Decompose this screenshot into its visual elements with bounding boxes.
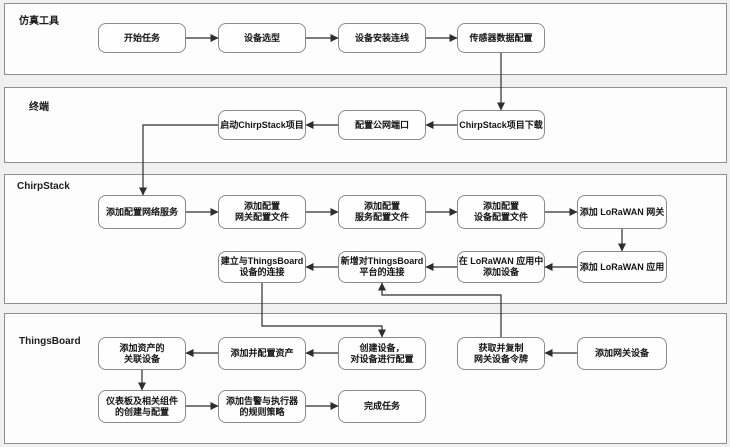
node-label-line: 平台的连接	[359, 267, 405, 277]
node-label-line: ChirpStack项目下载	[459, 119, 543, 130]
node-label-line: 设备的连接	[239, 267, 285, 277]
node-config-public-port: 配置公网端口	[338, 110, 426, 140]
node-get-copy-token: 获取并复制网关设备令牌	[457, 337, 545, 370]
node-label-line: 设备选型	[243, 32, 280, 43]
node-label-line: 创建设备，	[359, 342, 405, 353]
node-add-gateway-device: 添加网关设备	[577, 337, 667, 370]
node-label-line: 关联设备	[123, 353, 160, 364]
node-label-line: 的规则策略	[239, 406, 285, 417]
node-device-install: 设备安装连线	[338, 23, 426, 53]
node-label-line: 在 LoRaWAN 应用中	[458, 256, 544, 266]
node-start-chirpstack: 启动ChirpStack项目	[218, 110, 306, 140]
node-label-line: 添加告警与执行器	[225, 395, 298, 406]
lane-thingsboard: ThingsBoard	[4, 313, 727, 444]
lane-label-thingsboard: ThingsBoard	[19, 336, 81, 347]
node-label-line: 添加并配置资产	[230, 348, 294, 358]
node-label-line: 配置公网端口	[354, 119, 409, 130]
node-label-line: 添加设备	[482, 267, 519, 277]
node-label-line: 仪表板及相关组件	[105, 395, 178, 406]
node-label-line: 对设备进行配置	[350, 353, 414, 364]
node-label-line: 添加配置	[243, 201, 280, 211]
node-label-line: 添加资产的	[119, 342, 165, 353]
node-label-line: 开始任务	[123, 32, 160, 43]
node-gateway-config-file: 添加配置网关配置文件	[218, 195, 306, 229]
node-service-config-file: 添加配置服务配置文件	[338, 195, 426, 229]
node-label-line: 启动ChirpStack项目	[220, 119, 304, 130]
node-dashboard-create: 仪表板及相关组件的创建与配置	[98, 390, 186, 423]
node-label-line: 网关设备令牌	[473, 353, 528, 364]
node-start-task: 开始任务	[98, 23, 186, 53]
node-label-line: 添加配置	[482, 201, 519, 211]
node-chirpstack-download: ChirpStack项目下载	[457, 110, 545, 140]
node-label-line: 新增对ThingsBoard	[340, 256, 424, 266]
node-complete-task: 完成任务	[338, 390, 426, 423]
node-add-asset-devices: 添加资产的关联设备	[98, 337, 186, 370]
node-label-line: 添加配置网络服务	[105, 206, 178, 217]
node-label-line: 的创建与配置	[114, 406, 169, 417]
node-label-line: 网关配置文件	[234, 212, 289, 222]
node-label-line: 设备安装连线	[354, 32, 409, 43]
node-alarm-rules: 添加告警与执行器的规则策略	[218, 390, 306, 423]
node-label-line: 添加配置	[363, 201, 400, 211]
node-add-device-in-app: 在 LoRaWAN 应用中添加设备	[457, 251, 545, 283]
node-label-line: 设备配置文件	[473, 212, 528, 222]
lane-label-sim-tools: 仿真工具	[19, 16, 59, 27]
node-label-line: 获取并复制	[478, 342, 524, 353]
lane-chirpstack: ChirpStack	[4, 174, 727, 304]
node-label-line: 添加网关设备	[594, 348, 649, 358]
node-label-line: 添加 LoRaWAN 应用	[579, 261, 665, 272]
node-add-lorawan-gateway: 添加 LoRaWAN 网关	[577, 195, 667, 229]
node-label-line: 传感器数据配置	[469, 32, 533, 43]
node-label-line: 建立与ThingsBoard	[220, 256, 304, 266]
lane-label-terminal: 终端	[29, 102, 49, 113]
node-label-line: 服务配置文件	[354, 212, 409, 222]
lane-label-chirpstack: ChirpStack	[17, 181, 70, 192]
node-add-network-service: 添加配置网络服务	[98, 195, 186, 229]
node-label-line: 完成任务	[363, 401, 400, 411]
node-add-lorawan-app: 添加 LoRaWAN 应用	[577, 251, 667, 283]
node-sensor-data-config: 传感器数据配置	[457, 23, 545, 53]
node-label-line: 添加 LoRaWAN 网关	[579, 206, 665, 217]
node-device-config-file: 添加配置设备配置文件	[457, 195, 545, 229]
node-device-selection: 设备选型	[218, 23, 306, 53]
node-create-configure-device: 创建设备，对设备进行配置	[338, 337, 426, 370]
node-add-configure-asset: 添加并配置资产	[218, 337, 306, 370]
